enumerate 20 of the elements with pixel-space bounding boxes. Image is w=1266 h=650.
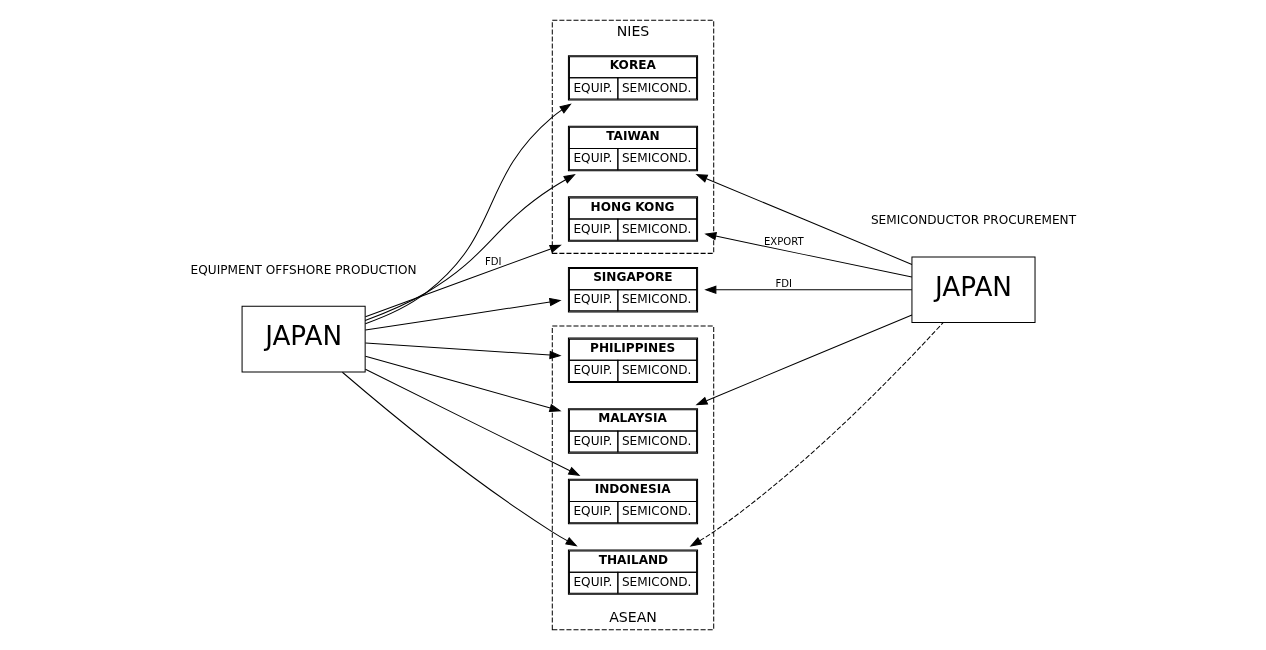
arrow bbox=[704, 285, 913, 294]
arrow bbox=[364, 103, 572, 325]
label: SEMICONDUCTOR PROCUREMENT bbox=[870, 213, 1077, 228]
arrow bbox=[689, 322, 944, 547]
node-box: JAPAN bbox=[241, 305, 366, 373]
arrow bbox=[364, 342, 562, 360]
arrow bbox=[364, 174, 576, 321]
arrow bbox=[695, 314, 913, 406]
arrow bbox=[704, 232, 913, 278]
edge-label: FDI bbox=[775, 277, 793, 289]
label: EQUIPMENT OFFSHORE PRODUCTION bbox=[190, 262, 417, 277]
arrow bbox=[364, 297, 562, 331]
node-box: JAPAN bbox=[911, 256, 1036, 323]
edge-label: EXPORT bbox=[763, 236, 804, 248]
edge-label: FDI bbox=[485, 256, 502, 268]
arrow bbox=[695, 174, 913, 265]
arrow bbox=[364, 355, 562, 412]
arrow bbox=[364, 244, 562, 318]
arrow bbox=[341, 371, 578, 547]
arrow bbox=[364, 368, 581, 476]
